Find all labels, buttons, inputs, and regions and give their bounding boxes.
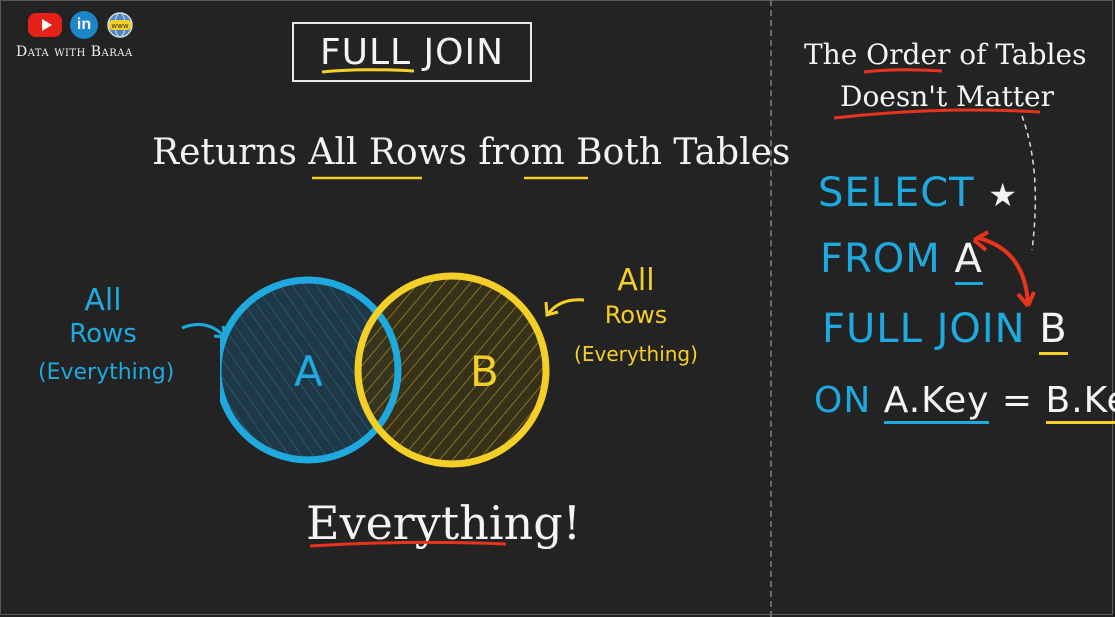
sql-on-line: ON A.Key = B.Key [814, 380, 1115, 424]
linkedin-icon[interactable]: in [70, 11, 98, 39]
order-note-line2: Doesn't Matter [840, 80, 1054, 113]
svg-text:www: www [111, 22, 128, 30]
youtube-icon[interactable] [28, 13, 62, 37]
circle-b-label: B [470, 347, 499, 396]
brand-name: Data with Baraa [16, 44, 133, 60]
sql-join-line: FULL JOIN B [822, 306, 1068, 355]
circle-b [354, 272, 550, 468]
venn-diagram: A B [220, 272, 550, 468]
subtitle-underlines [312, 176, 588, 180]
right-note: All Rows (Everything) [566, 264, 706, 376]
left-note-line3: (Everything) [38, 360, 175, 385]
sql-select: SELECT [818, 170, 975, 216]
sql-from-line: FROM A [820, 236, 983, 285]
left-arrow [181, 322, 227, 339]
sql-table-b: B [1039, 306, 1068, 355]
left-note-line2: Rows [69, 319, 137, 349]
star-icon: ★ [988, 176, 1018, 214]
order-note-line1: The Order of Tables [804, 38, 1087, 71]
sql-from: FROM [820, 236, 941, 282]
sql-select-line: SELECT ★ [818, 170, 1018, 216]
right-note-line2: Rows [604, 301, 668, 329]
brand-logo: in www Data with Baraa [16, 10, 156, 70]
result-underline [309, 540, 507, 548]
title-underline [321, 68, 415, 74]
swap-connector [972, 115, 1037, 308]
sql-key-a: A.Key [883, 380, 990, 424]
website-icon[interactable]: www [106, 11, 134, 39]
section-divider [770, 0, 772, 617]
sql-key-b: B.Key [1045, 380, 1115, 424]
title-box: FULL JOIN [292, 22, 532, 82]
circle-a [220, 276, 402, 464]
right-arrow [544, 298, 585, 317]
left-note-line1: All [84, 283, 122, 318]
sql-table-a: A [954, 236, 983, 285]
social-icons: in www [28, 10, 134, 40]
subtitle: Returns All Rows from Both Tables [152, 132, 791, 173]
left-note: All Rows (Everything) [38, 283, 175, 396]
right-note-line3: (Everything) [574, 342, 698, 366]
sql-on: ON [814, 380, 872, 421]
sql-equals: = [1001, 380, 1034, 421]
page-title: FULL JOIN [319, 31, 505, 73]
sql-full-join: FULL JOIN [822, 306, 1026, 352]
order-note-underlines [833, 68, 1041, 120]
circle-a-label: A [294, 347, 323, 396]
right-note-line1: All [617, 263, 655, 298]
